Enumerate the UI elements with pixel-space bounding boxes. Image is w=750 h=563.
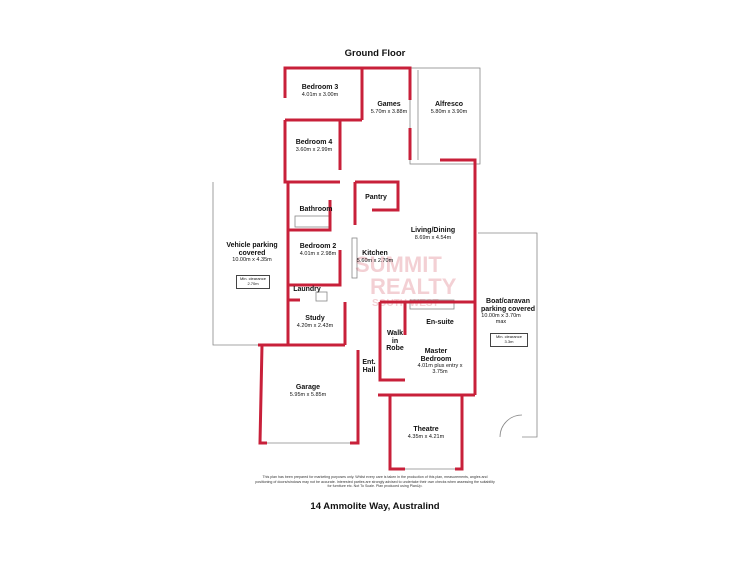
watermark-south-west: SOUTH WEST (372, 298, 439, 309)
walls (258, 66, 477, 471)
room-name: Alfresco (434, 101, 464, 108)
property-address: 14 Ammolite Way, Australind (310, 501, 440, 512)
room-dims: 8.69m x 4.54m (414, 234, 452, 241)
room-name: Vehicle parking covered (226, 242, 278, 257)
room-bedroom4: Bedroom 4 3.60m x 2.99m (296, 139, 333, 153)
vehicle-parking-outline (212, 182, 258, 346)
wall-pantry (355, 180, 400, 212)
wall-games-top (362, 66, 412, 100)
room-name: Games (377, 101, 401, 108)
watermark-summit: SUMMIT (355, 252, 442, 277)
room-dims: 3.60m x 2.99m (295, 146, 333, 153)
outdoor-outlines (212, 67, 538, 470)
wall-theatre-right (455, 395, 464, 471)
room-dims: 4.01m x 3.00m (301, 91, 339, 98)
vehicle-clearance-note: Min. clearance 2.70m (236, 275, 270, 289)
room-kitchen: Kitchen 5.60m x 2.70m (357, 250, 393, 264)
room-name: Bedroom 4 (295, 139, 333, 146)
alfresco-outline (409, 67, 481, 165)
room-name: Bathroom (299, 206, 333, 213)
room-laundry: Laundry (293, 286, 321, 294)
room-games: Games 5.70m x 3.88m (371, 101, 407, 115)
room-bathroom: Bathroom (299, 206, 332, 214)
wall-bedroom4 (283, 120, 340, 184)
room-name: Ent. Hall (362, 359, 376, 374)
room-name: Garage (295, 384, 321, 391)
room-name: Living/Dining (410, 227, 456, 234)
kitchen-island (351, 237, 358, 279)
room-dims: 10.00m x 3.70m max (481, 313, 521, 326)
laundry-tub (315, 291, 328, 302)
disclaimer-text: This plan has been prepared for marketin… (255, 475, 495, 489)
boat-clearance-note: Min. clearance 3.3m (490, 333, 528, 347)
room-dims: 10.00m x 4.35m (232, 257, 272, 264)
ensuite-vanity (409, 299, 455, 310)
bathroom-bath (294, 215, 330, 228)
room-bedroom2: Bedroom 2 4.01m x 2.98m (300, 243, 337, 257)
wall-robe (378, 302, 405, 382)
room-dims: 5.60m x 2.70m (356, 257, 394, 264)
room-name: Bedroom 2 (299, 243, 337, 250)
room-name: Theatre (413, 426, 439, 433)
room-name: Bedroom 3 (301, 84, 339, 91)
room-ensuite: En-suite (426, 319, 454, 327)
boat-door-arc (499, 414, 523, 438)
room-name: Walk in Robe (386, 330, 404, 353)
room-dims: 4.35m x 4.21m (407, 433, 445, 440)
room-walk-in-robe: Walk in Robe (385, 330, 405, 353)
room-name: Boat/caravan parking covered (480, 298, 536, 313)
watermark-realty: REALTY (370, 274, 457, 299)
room-garage: Garage 5.95m x 5.85m (290, 384, 326, 398)
room-theatre: Theatre 4.35m x 4.21m (408, 426, 444, 440)
room-name: Master Bedroom (420, 348, 452, 363)
room-study: Study 4.20m x 2.43m (297, 315, 333, 329)
room-dims: 4.01m plus entry x 3.75m (417, 363, 463, 376)
room-living-dining: Living/Dining 8.69m x 4.54m (411, 227, 455, 241)
room-dims: 5.70m x 3.88m (370, 108, 408, 115)
room-alfresco: Alfresco 5.80m x 3.90m (431, 101, 467, 115)
boat-parking-outline (478, 232, 538, 438)
room-boat-parking: Boat/caravan parking covered 10.00m x 3.… (479, 298, 537, 325)
wall-bedroom3 (283, 66, 364, 120)
room-master-bedroom: Master Bedroom 4.01m plus entry x 3.75m (416, 348, 464, 375)
room-name: En-suite (426, 319, 454, 326)
wall-theatre (388, 395, 405, 471)
room-vehicle-parking: Vehicle parking covered 10.00m x 4.35m (222, 242, 282, 263)
wall-bathroom (286, 182, 332, 232)
room-bedroom3: Bedroom 3 4.01m x 3.00m (302, 84, 339, 98)
wall-garage-right (350, 350, 360, 445)
room-pantry: Pantry (365, 194, 387, 202)
floor-title: Ground Floor (344, 48, 406, 59)
room-name: Pantry (365, 194, 387, 201)
wall-garage (258, 344, 267, 445)
room-entry-hall: Ent. Hall (360, 359, 378, 374)
room-dims: 4.20m x 2.43m (296, 322, 334, 329)
room-name: Laundry (293, 286, 321, 293)
room-dims: 5.95m x 5.85m (289, 391, 327, 398)
wall-living-right (440, 158, 477, 290)
wall-study (258, 300, 290, 347)
room-dims: 4.01m x 2.98m (299, 250, 337, 257)
room-name: Kitchen (362, 250, 388, 257)
wall-bedroom2 (286, 230, 342, 287)
room-dims: 5.80m x 3.90m (430, 108, 468, 115)
room-name: Study (305, 315, 325, 322)
